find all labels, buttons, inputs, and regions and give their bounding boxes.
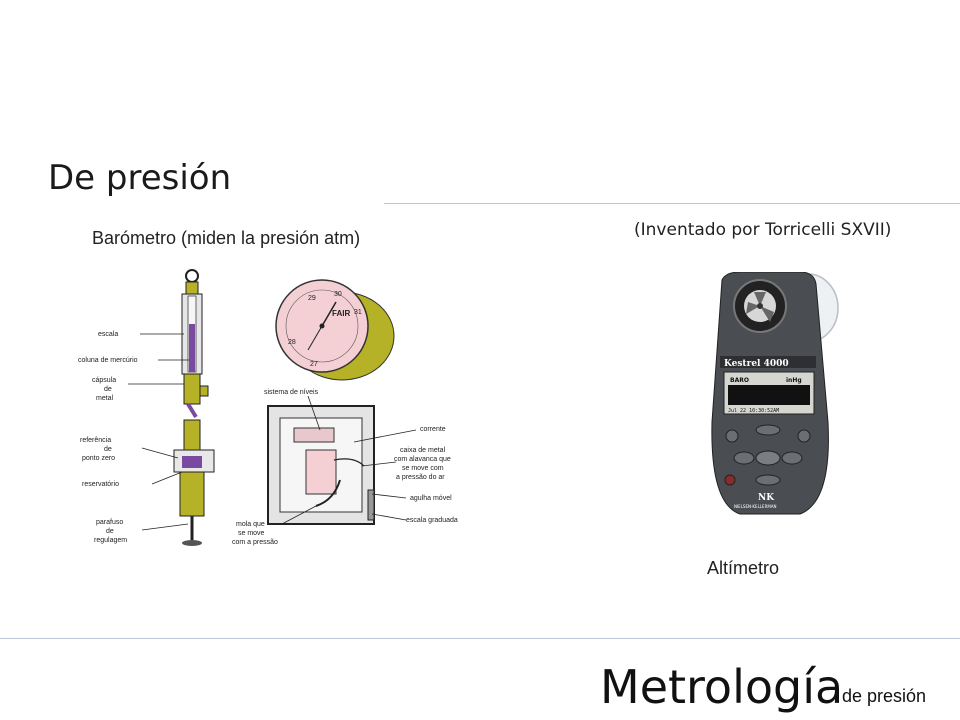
inventor-note: (Inventado por Torricelli SXVII) <box>634 220 892 240</box>
label-mola-pressao: com a pressão <box>232 539 278 546</box>
label-referencia: referência <box>80 437 111 444</box>
label-parafuso: parafuso <box>96 519 123 526</box>
dial-tick-28: 28 <box>288 339 296 346</box>
device-mode: BARO <box>730 377 749 384</box>
device-date-line: Jul 22 10:30:52AM <box>728 408 779 414</box>
altimeter-device: Kestrel 4000 BARO inHg Jul 22 10:30:52AM… <box>711 272 839 515</box>
dial-tick-31: 31 <box>354 309 362 316</box>
label-corrente: corrente <box>420 426 446 433</box>
device-brand: Kestrel 4000 <box>724 359 789 369</box>
device-unit: inHg <box>786 377 802 384</box>
dial-tick-30: 30 <box>334 291 342 298</box>
label-capsula: cápsula <box>92 377 116 384</box>
dial-tick-29: 29 <box>308 295 316 302</box>
label-escala: escala <box>98 331 118 338</box>
footer-title: Metrología <box>600 660 844 714</box>
label-agulha: agulha móvel <box>410 495 452 502</box>
device-logo: NK <box>758 493 775 503</box>
footer-subtitle: de presión <box>842 686 927 706</box>
mercury-barometer-diagram: escala coluna de mercúrio cápsula de met… <box>78 269 215 546</box>
top-divider <box>384 203 960 204</box>
label-sistema-niveis: sistema de níveis <box>264 389 319 396</box>
label-mola-move: se move <box>238 530 265 537</box>
label-capsula-metal: metal <box>96 395 114 402</box>
label-capsula-de: de <box>104 386 112 393</box>
altimeter-caption: Altímetro <box>707 558 780 578</box>
label-escala-graduada: escala graduada <box>406 517 458 524</box>
label-mola: mola que <box>236 521 265 528</box>
dial-word: FAIR <box>332 309 350 318</box>
label-parafuso-de: de <box>106 528 114 535</box>
label-caixa-alavanca: com alavanca que <box>394 456 451 463</box>
barometer-caption: Barómetro (miden la presión atm) <box>92 228 361 248</box>
label-caixa-metal: caixa de metal <box>400 447 446 454</box>
label-referencia-de: de <box>104 446 112 453</box>
device-maker: NIELSEN-KELLERMAN <box>734 504 777 509</box>
label-coluna: coluna de mercúrio <box>78 357 138 364</box>
label-caixa-move: se move com <box>402 465 444 472</box>
label-regulagem: regulagem <box>94 537 127 544</box>
dial-tick-27: 27 <box>310 361 318 368</box>
aneroid-barometer-diagram: 29 30 31 28 27 FAIR sistema de níveis co… <box>232 279 458 546</box>
bottom-divider <box>0 638 960 639</box>
label-reservatorio: reservatório <box>82 481 119 488</box>
label-caixa-pressao: a pressão do ar <box>396 474 445 481</box>
label-ponto-zero: ponto zero <box>82 455 115 462</box>
slide-title: De presión <box>48 158 232 198</box>
